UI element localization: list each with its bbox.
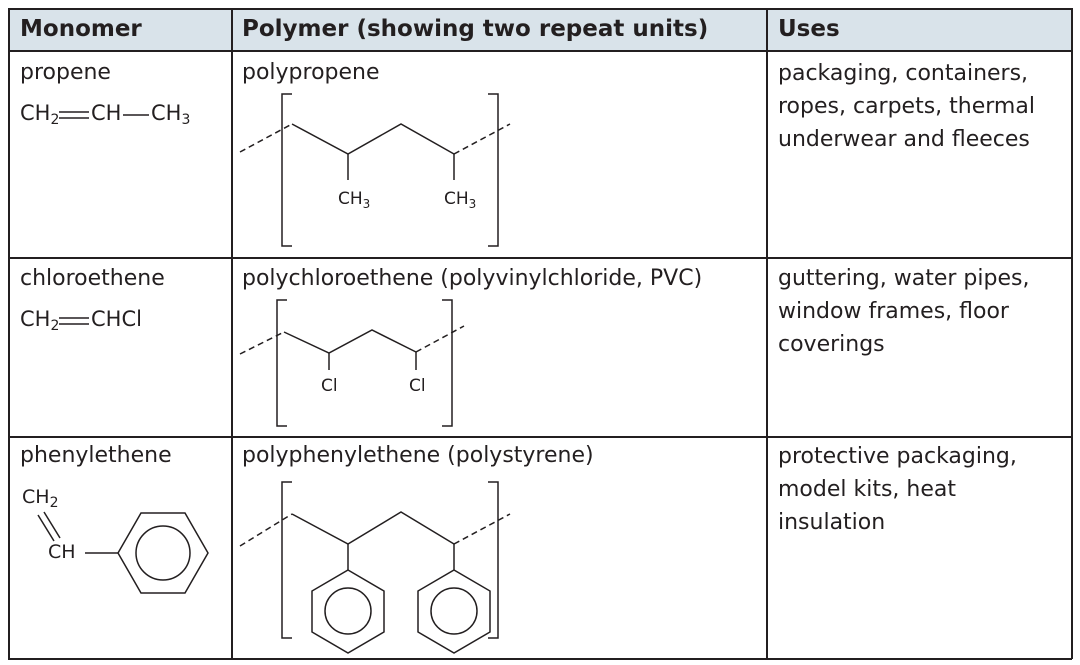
header-monomer: Monomer [20, 16, 142, 42]
uses-line: model kits, heat [778, 477, 957, 502]
polystyrene-structure [239, 481, 511, 654]
polypropene-structure: CH3 CH3 [239, 93, 511, 247]
uses-list: guttering, water pipes, window frames, f… [778, 262, 1029, 361]
table-row-divider-2 [8, 436, 1072, 438]
benzene-ring-icon [430, 587, 478, 635]
monomer-formula: CH2 [20, 307, 60, 334]
table-column-divider-1 [231, 8, 233, 659]
table-header-row [8, 8, 1072, 50]
polymer-name: polychloroethene (polyvinylchloride, PVC… [242, 266, 703, 291]
monomer-formula: CH2 [20, 101, 60, 128]
monomer-formula-ch3: CH3 [151, 101, 191, 128]
uses-line: underwear and fleeces [778, 127, 1030, 152]
substituent-ch3-2: CH3 [444, 189, 476, 211]
uses-line: protective packaging, [778, 444, 1017, 469]
uses-line: window frames, floor [778, 299, 1009, 324]
uses-line: coverings [778, 332, 885, 357]
double-bond [59, 111, 89, 119]
table-border-right [1071, 8, 1073, 659]
uses-line: packaging, containers, [778, 61, 1029, 86]
uses-list: protective packaging, model kits, heat i… [778, 440, 1017, 539]
double-bond [59, 317, 89, 325]
header-uses: Uses [778, 16, 840, 42]
monomer-formula-chcl: CHCl [91, 307, 142, 331]
header-polymer: Polymer (showing two repeat units) [242, 16, 709, 42]
monomer-formula-ch: CH [48, 541, 76, 563]
monomer-formula-ch2: CH2 [22, 486, 59, 511]
substituent-cl-2: Cl [409, 376, 426, 396]
substituent-ch3-1: CH3 [338, 189, 370, 211]
table-border-left [8, 8, 10, 659]
phenylethene-structure [37, 511, 209, 594]
table-border-bottom [8, 658, 1072, 660]
uses-line: guttering, water pipes, [778, 266, 1030, 291]
uses-list: packaging, containers, ropes, carpets, t… [778, 57, 1035, 156]
uses-line: ropes, carpets, thermal [778, 94, 1035, 119]
table-header-divider [8, 50, 1072, 52]
benzene-ring-icon [324, 587, 372, 635]
table-column-divider-2 [766, 8, 768, 659]
pvc-structure: Cl Cl [239, 299, 465, 427]
monomer-name: propene [20, 60, 111, 85]
monomer-name: chloroethene [20, 266, 165, 291]
monomer-formula-ch: CH [91, 101, 122, 125]
uses-line: insulation [778, 510, 886, 535]
polymer-name: polypropene [242, 60, 380, 85]
polymer-name: polyphenylethene (polystyrene) [242, 443, 594, 468]
single-bond [123, 114, 149, 116]
table-border-top [8, 8, 1072, 10]
table-row-divider-1 [8, 257, 1072, 259]
substituent-cl-1: Cl [321, 376, 338, 396]
monomer-name: phenylethene [20, 443, 172, 468]
benzene-ring-icon [135, 525, 191, 581]
